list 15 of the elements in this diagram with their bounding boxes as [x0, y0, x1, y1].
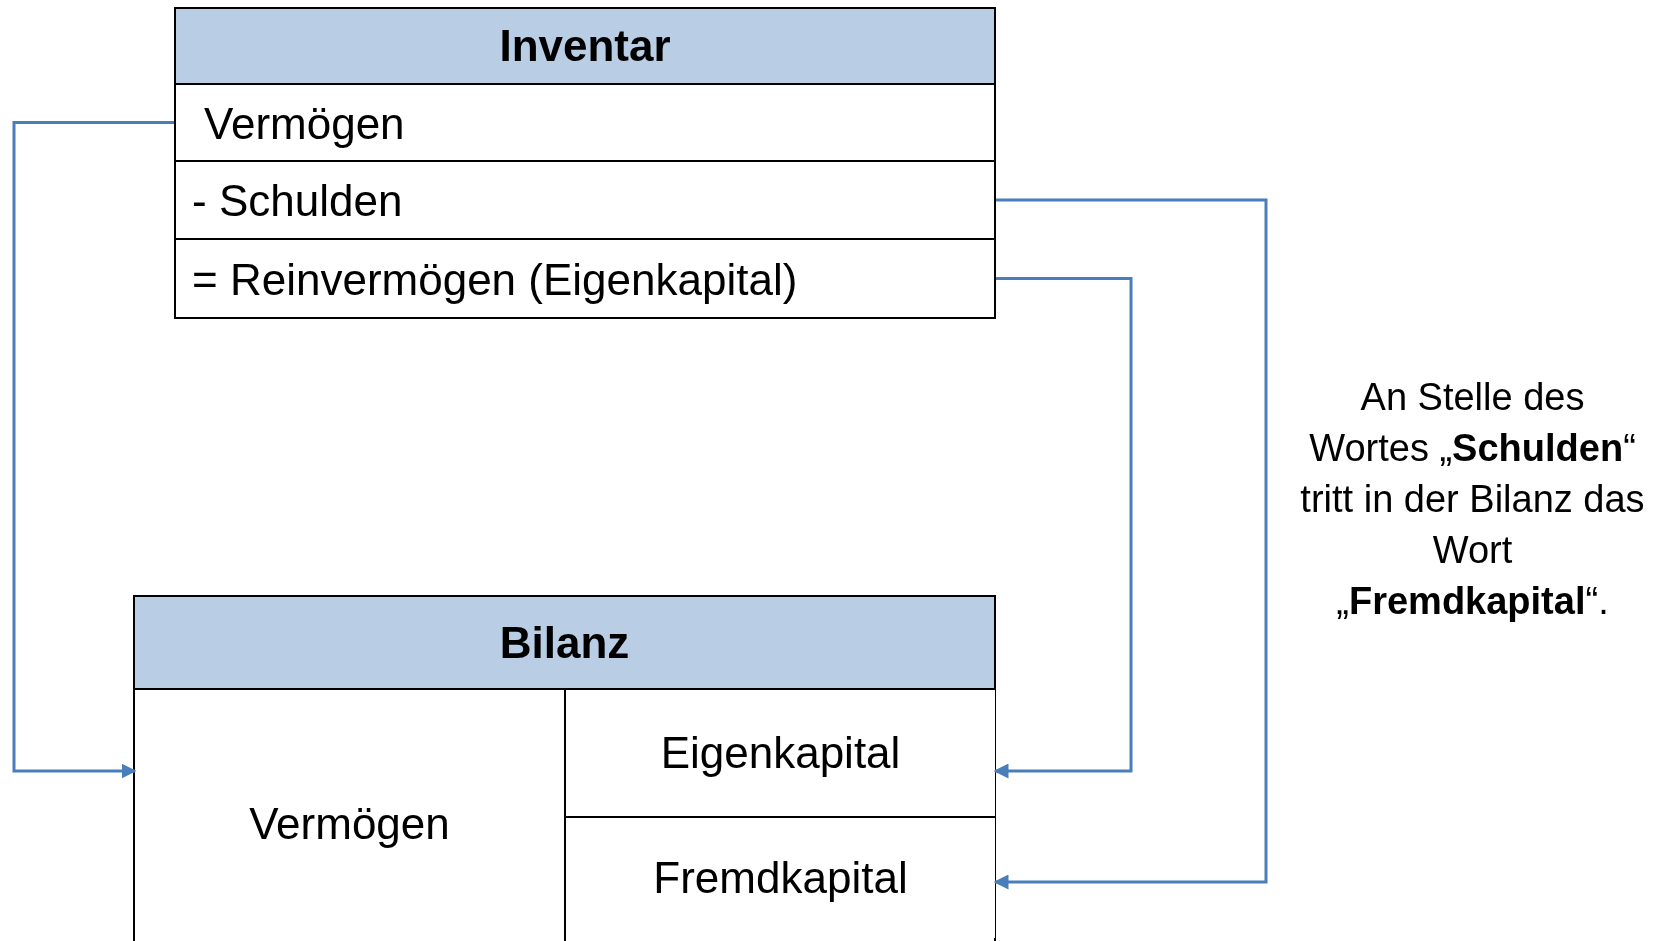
- cell-text: Vermögen: [204, 98, 405, 149]
- cell-text: - Schulden: [192, 176, 403, 226]
- table-header: Bilanz: [135, 597, 994, 690]
- connector-arrow: [993, 277, 1133, 779]
- note-text: An Stelle des Wortes „Schulden“ tritt in der Bilanz das Wort „Fremdkapital“.: [1300, 375, 1645, 624]
- table-cell: [566, 690, 995, 818]
- connector-arrow: [993, 198, 1268, 890]
- cell-text: = Reinvermögen (Eigenkapital): [192, 254, 798, 305]
- cell-text: Vermögen: [249, 798, 450, 849]
- connector-arrow: [12, 121, 174, 779]
- cell-text: Eigenkapital: [660, 728, 901, 778]
- table-header: Inventar: [176, 9, 994, 85]
- cell-text: Fremdkapital: [653, 853, 908, 903]
- table: [133, 595, 996, 941]
- table: [174, 7, 996, 319]
